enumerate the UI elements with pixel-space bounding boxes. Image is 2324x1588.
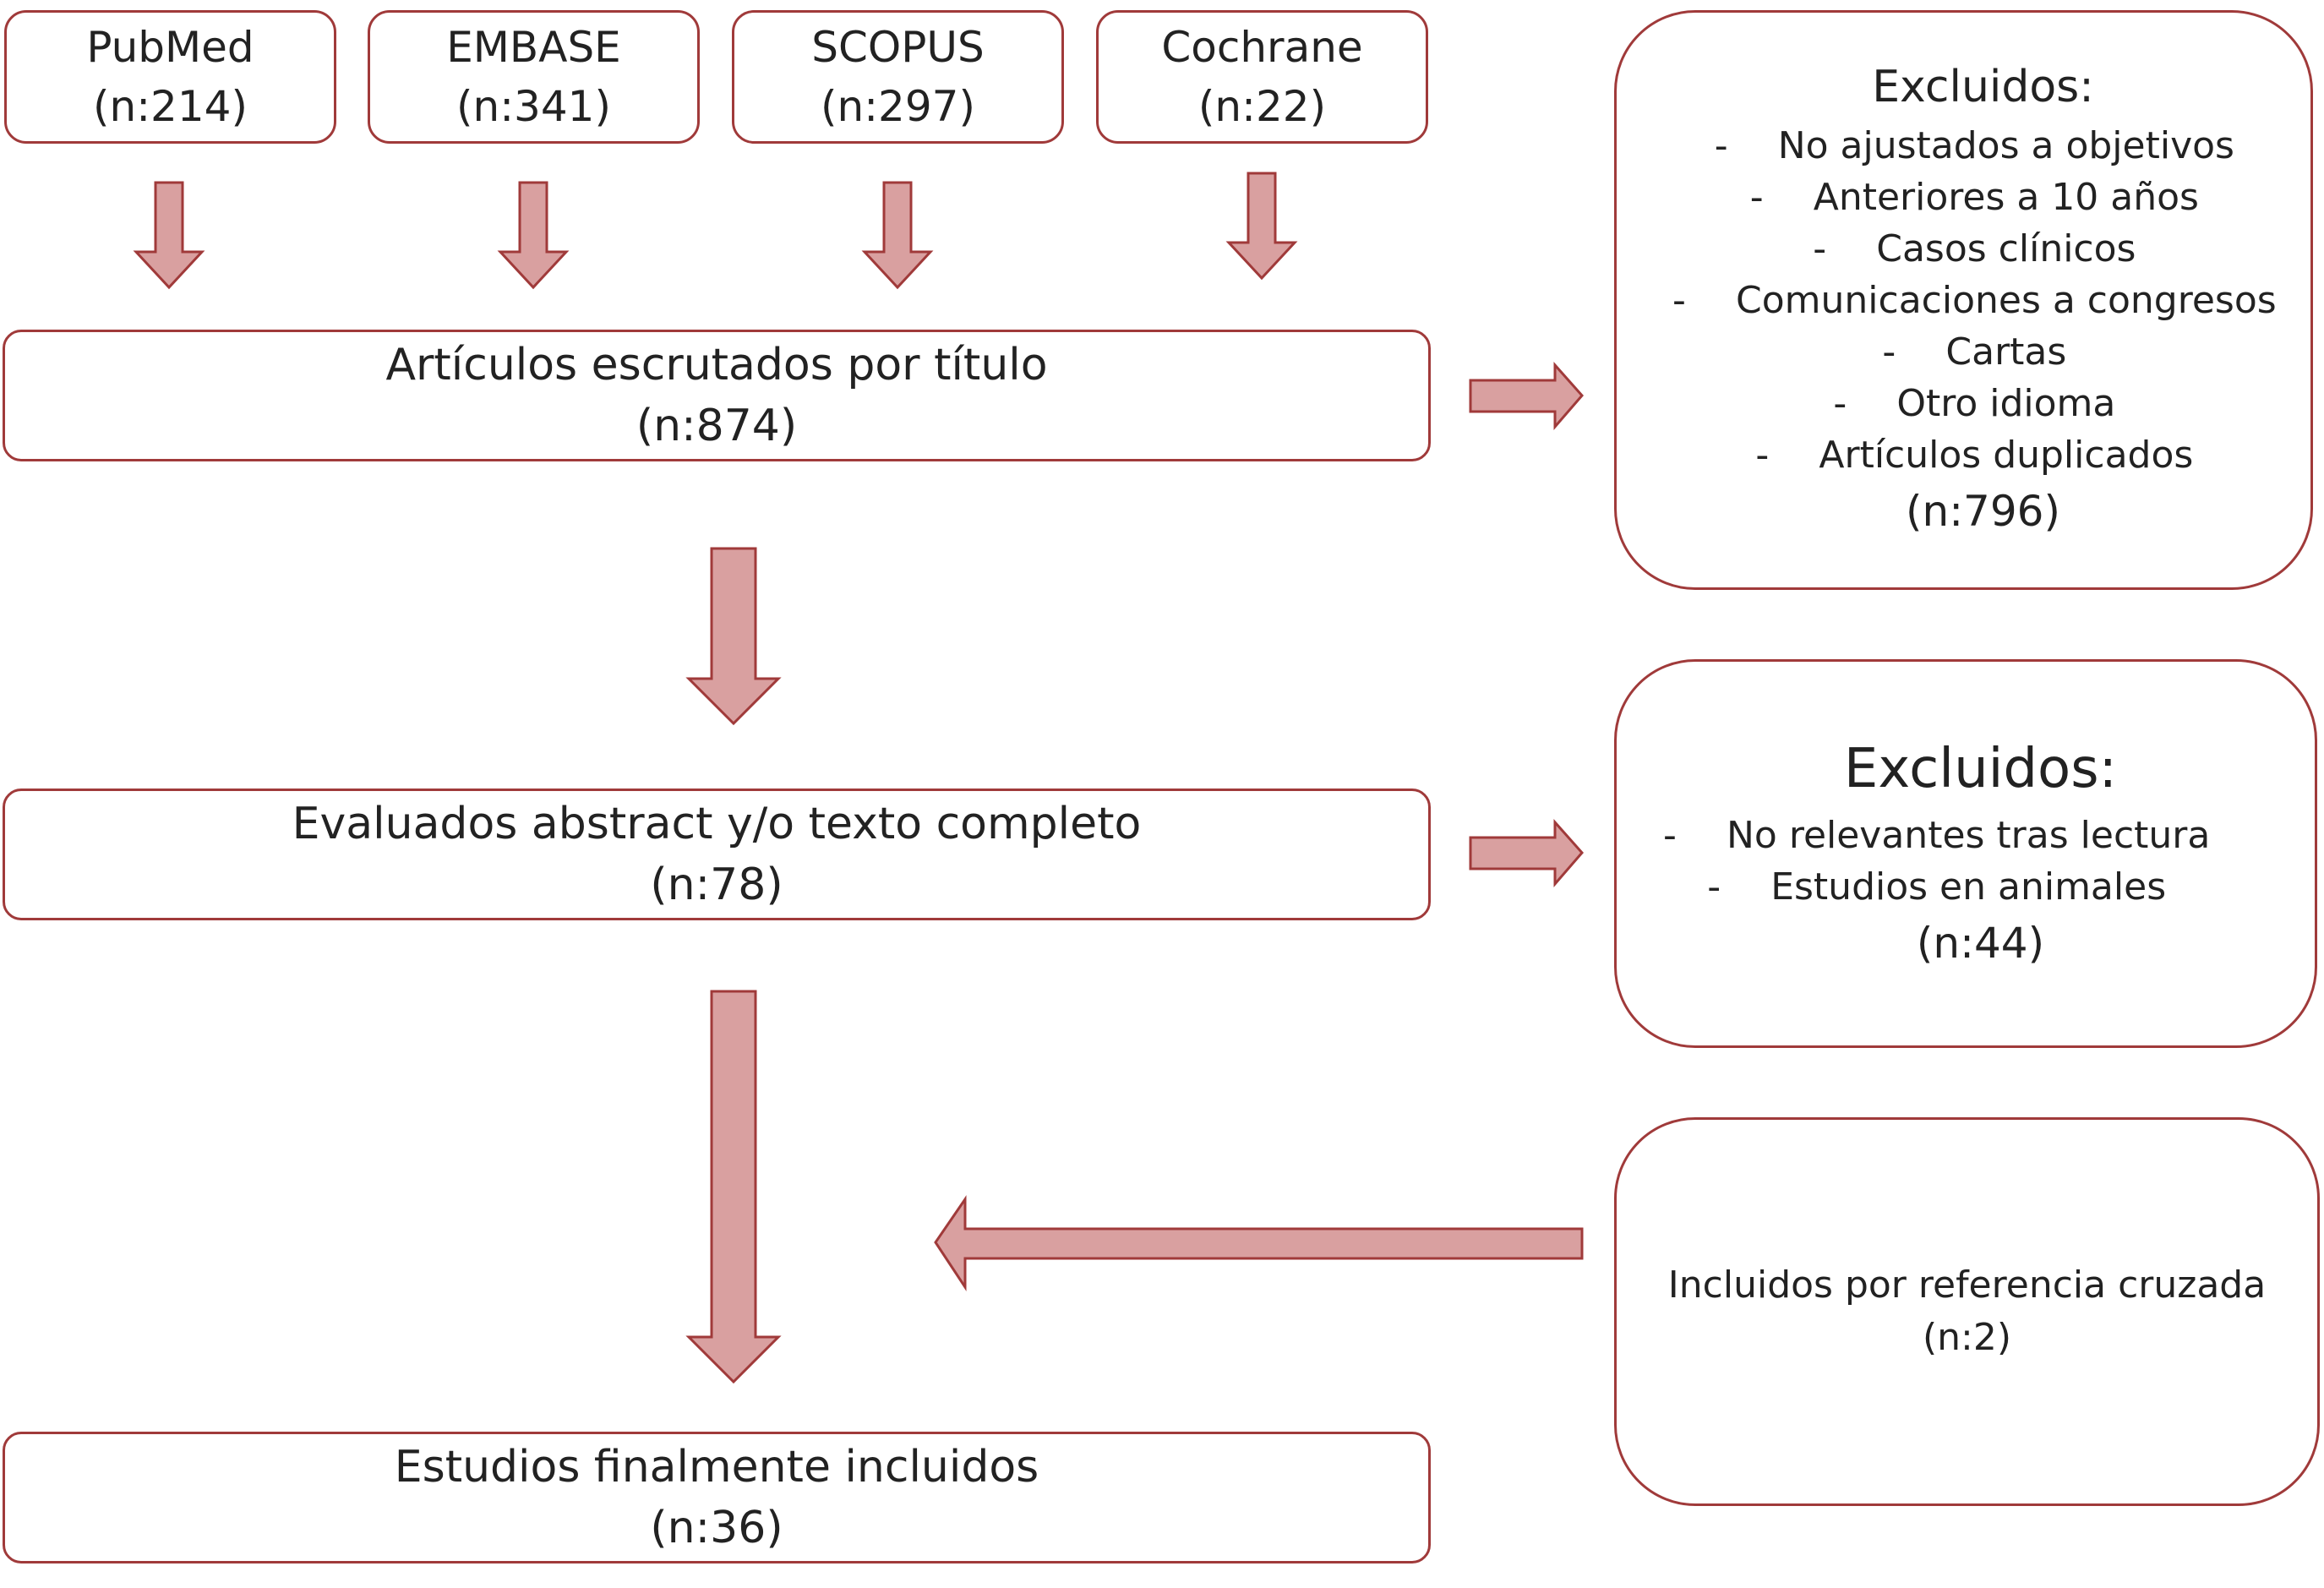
- step-label: Estudios finalmente incluidos: [394, 1442, 1039, 1493]
- arrow-right-exclusion-1: [1469, 362, 1584, 431]
- bullet: -: [1813, 226, 1827, 270]
- arrow-down-to-fulltext: [685, 547, 782, 726]
- bullet: -: [1714, 123, 1728, 167]
- bullet: -: [1663, 814, 1677, 857]
- exclusion-list: -No ajustados a objetivos -Anteriores a …: [1672, 120, 2277, 481]
- exclusion-reason: Artículos duplicados: [1819, 433, 2194, 477]
- arrow-down-embase: [497, 181, 570, 290]
- list-item: - No ajustados a objetivos: [1672, 120, 2277, 172]
- step-label: Artículos escrutados por título: [385, 340, 1048, 390]
- exclusion-title: Excluidos:: [1843, 738, 2118, 800]
- source-count: (n:341): [456, 82, 611, 131]
- included-studies-box: Estudios finalmente incluidos (n:36): [3, 1432, 1431, 1563]
- step-count: (n:36): [650, 1503, 783, 1553]
- source-count: (n:297): [821, 82, 975, 131]
- cross-reference-box: Incluidos por referencia cruzada (n:2): [1614, 1117, 2320, 1506]
- exclusion-reason: No relevantes tras lectura: [1727, 814, 2211, 857]
- cross-reference-label: Incluidos por referencia cruzada: [1667, 1263, 2267, 1307]
- list-item: - Cartas: [1672, 326, 2277, 378]
- exclusion-reason: No ajustados a objetivos: [1777, 123, 2234, 167]
- source-box-scopus: SCOPUS (n:297): [732, 10, 1064, 144]
- source-box-embase: EMBASE (n:341): [368, 10, 700, 144]
- arrow-down-to-included: [685, 990, 782, 1384]
- exclusion-box-title-screening: Excluidos: -No ajustados a objetivos -An…: [1614, 10, 2313, 590]
- exclusion-reason: Casos clínicos: [1876, 226, 2136, 270]
- fulltext-review-box: Evaluados abstract y/o texto completo (n…: [3, 789, 1431, 920]
- bullet: -: [1755, 433, 1770, 477]
- bullet: -: [1833, 381, 1847, 425]
- source-box-cochrane: Cochrane (n:22): [1096, 10, 1428, 144]
- bullet: -: [1707, 865, 1721, 909]
- source-name: PubMed: [86, 23, 254, 72]
- exclusion-total: (n:44): [1916, 919, 2045, 968]
- exclusion-total: (n:796): [1906, 486, 2060, 536]
- source-name: SCOPUS: [811, 23, 985, 72]
- bullet: -: [1672, 278, 1686, 322]
- list-item: - Comunicaciones a congresos: [1672, 275, 2277, 326]
- cross-reference-count: (n:2): [1922, 1316, 2012, 1359]
- exclusion-reason: Estudios en animales: [1770, 865, 2167, 909]
- step-count: (n:78): [650, 859, 783, 910]
- arrow-down-pubmed: [133, 181, 205, 290]
- source-count: (n:22): [1197, 82, 1327, 131]
- source-count: (n:214): [93, 82, 248, 131]
- bullet: -: [1749, 175, 1764, 219]
- arrow-down-cochrane: [1225, 172, 1298, 281]
- step-count: (n:874): [636, 401, 798, 451]
- exclusion-box-fulltext-review: Excluidos: -No relevantes tras lectura -…: [1614, 659, 2317, 1048]
- source-box-pubmed: PubMed (n:214): [4, 10, 336, 144]
- bullet: -: [1882, 330, 1896, 374]
- title-screening-box: Artículos escrutados por título (n:874): [3, 330, 1431, 461]
- list-item: - Otro idioma: [1672, 378, 2277, 429]
- list-item: - Artículos duplicados: [1672, 429, 2277, 481]
- exclusion-reason: Cartas: [1945, 330, 2067, 374]
- exclusion-reason: Anteriores a 10 años: [1813, 175, 2199, 219]
- list-item: - No relevantes tras lectura: [1663, 810, 2210, 861]
- source-name: Cochrane: [1161, 23, 1363, 72]
- step-label: Evaluados abstract y/o texto completo: [292, 799, 1142, 849]
- arrow-right-exclusion-2: [1469, 819, 1584, 888]
- arrow-down-scopus: [861, 181, 934, 290]
- list-item: - Estudios en animales: [1663, 861, 2210, 913]
- exclusion-list: -No relevantes tras lectura -Estudios en…: [1663, 810, 2210, 913]
- exclusion-title: Excluidos:: [1872, 61, 2094, 112]
- list-item: - Anteriores a 10 años: [1672, 172, 2277, 223]
- exclusion-reason: Otro idioma: [1896, 381, 2116, 425]
- exclusion-reason: Comunicaciones a congresos: [1736, 278, 2277, 322]
- arrow-left-cross-reference: [934, 1195, 1584, 1291]
- list-item: - Casos clínicos: [1672, 223, 2277, 275]
- source-name: EMBASE: [446, 23, 621, 72]
